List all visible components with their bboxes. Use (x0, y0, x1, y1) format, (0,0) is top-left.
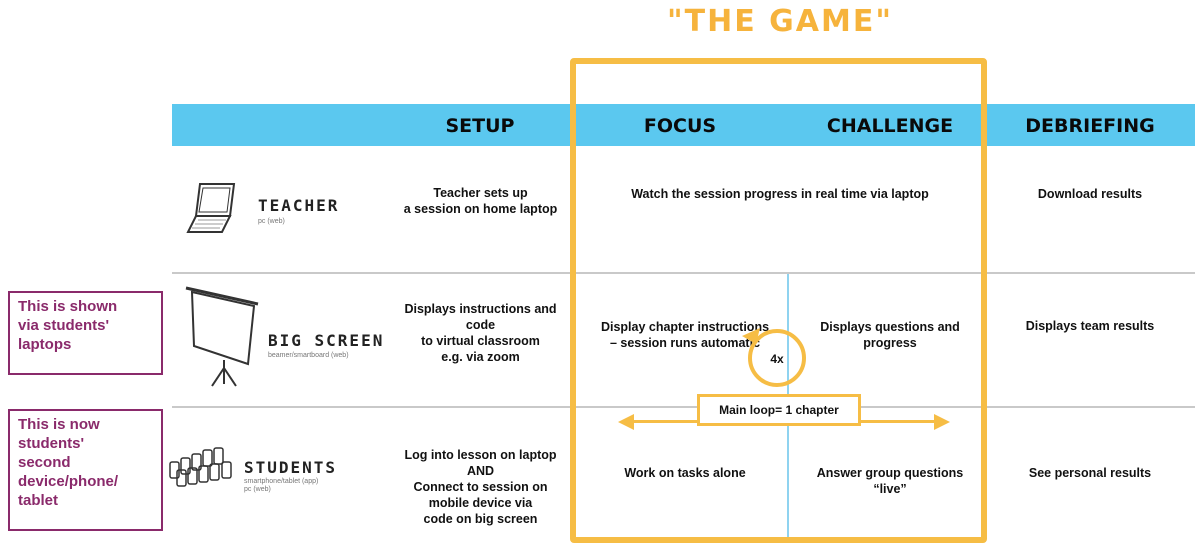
teacher-debriefing-text: Download results (1037, 187, 1143, 201)
role-name-teacher: TEACHER (258, 196, 340, 215)
main-loop-label: Main loop= 1 chapter (697, 394, 861, 426)
row-divider (172, 406, 1195, 408)
header-bar (172, 104, 1195, 146)
arrow-left-icon (618, 414, 634, 430)
game-frame (570, 58, 987, 543)
column-header-challenge: CHALLENGE (826, 115, 954, 137)
teacher-game-text: Watch the session progress in real time … (631, 187, 929, 201)
role-device-teacher: pc (web) (258, 218, 285, 225)
role-device-big-screen: beamer/smartboard (web) (268, 352, 349, 359)
note-big-screen: This is shown via students' laptops (8, 291, 163, 375)
loop-count: 4x (770, 352, 784, 366)
role-name-big-screen: BIG SCREEN (268, 331, 385, 350)
column-header-focus: FOCUS (643, 115, 717, 137)
column-header-setup: SETUP (445, 115, 515, 137)
projector-screen-icon (182, 280, 262, 388)
loop-arrowhead-icon (742, 328, 760, 344)
note-students: This is now students' second device/phon… (8, 409, 163, 531)
loop-circle (748, 329, 806, 387)
arrow-right-icon (934, 414, 950, 430)
students-setup-text: Log into lesson on laptop AND Connect to… (404, 448, 557, 526)
row-divider (172, 272, 1195, 274)
big-screen-challenge-text: Displays questions and progress (820, 320, 960, 350)
students-focus-text: Work on tasks alone (624, 466, 746, 480)
role-name-students: STUDENTS (244, 458, 338, 477)
devices-icon (168, 446, 240, 490)
big-screen-setup-text: Displays instructions and code to virtua… (404, 302, 557, 364)
students-debriefing-text: See personal results (1028, 466, 1152, 480)
students-challenge-text: Answer group questions “live” (816, 466, 964, 496)
laptop-icon (186, 180, 248, 236)
big-screen-focus-text: Display chapter instructions – session r… (600, 320, 770, 350)
teacher-setup-text: Teacher sets up a session on home laptop (403, 186, 558, 216)
game-title: "THE GAME" (667, 4, 893, 39)
role-device-students: smartphone/tablet (app) pc (web) (244, 478, 319, 493)
big-screen-debriefing-text: Displays team results (1025, 319, 1155, 333)
column-header-debriefing: DEBRIEFING (1025, 115, 1155, 137)
